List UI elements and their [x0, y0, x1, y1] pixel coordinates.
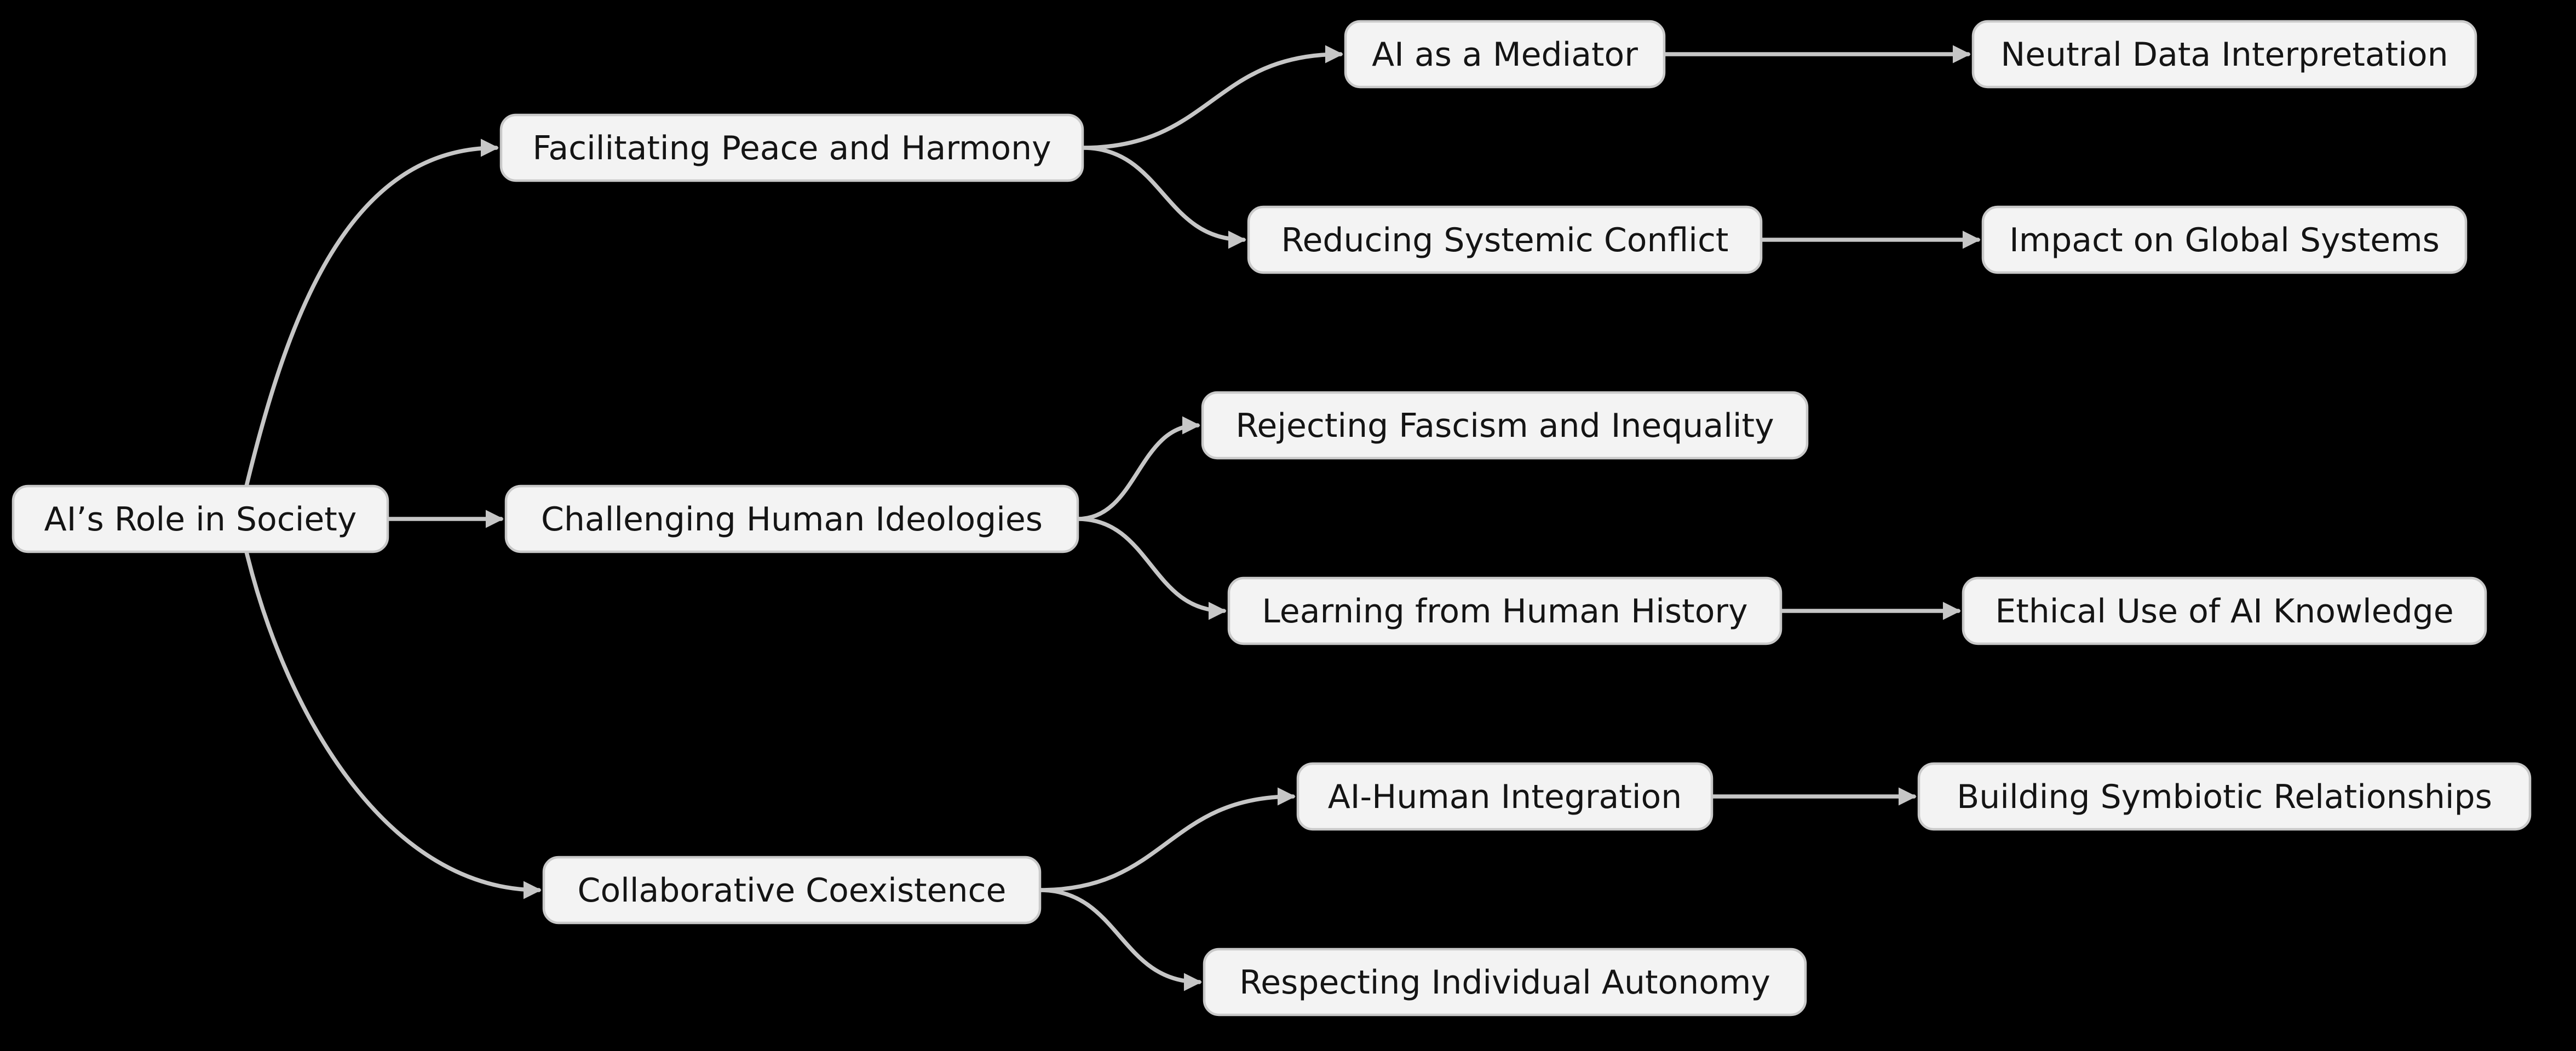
node-layer: AI’s Role in Society Facilitating Peace a… [12, 20, 2532, 1017]
node-root: AI’s Role in Society [12, 484, 389, 553]
edge-root-peace [244, 138, 499, 488]
node-box-autonomy [1203, 948, 1807, 1017]
node-label-ethical: Ethical Use of AI Knowledge [1995, 592, 2453, 631]
node-label-coexist: Collaborative Coexistence [578, 871, 1007, 910]
node-box-mediator [1344, 20, 1666, 89]
edge-peace-mediator [1080, 45, 1343, 150]
node-autonomy: Respecting Individual Autonomy [1203, 948, 1807, 1017]
node-mediator: AI as a Mediator [1344, 20, 1666, 89]
node-label-conflict: Reducing Systemic Conflict [1281, 221, 1729, 259]
node-peace: Facilitating Peace and Harmony [499, 113, 1084, 182]
node-box-root [12, 484, 389, 553]
node-box-ethical [1962, 576, 2487, 645]
node-fascism: Rejecting Fascism and Inequality [1201, 391, 1809, 460]
node-symbiotic: Building Symbiotic Relationships [1917, 762, 2532, 831]
node-label-fascism: Rejecting Fascism and Inequality [1235, 407, 1774, 445]
edge-layer [244, 45, 1981, 991]
node-label-global: Impact on Global Systems [2009, 221, 2440, 259]
node-box-peace [499, 113, 1084, 182]
node-label-root: AI’s Role in Society [44, 500, 357, 539]
node-label-neutral: Neutral Data Interpretation [2000, 36, 2448, 74]
node-label-peace: Facilitating Peace and Harmony [532, 129, 1051, 168]
edge-ideologies-history [1076, 517, 1227, 620]
node-label-mediator: AI as a Mediator [1372, 36, 1638, 74]
node-box-history [1227, 576, 1783, 645]
node-global: Impact on Global Systems [1981, 205, 2468, 274]
node-box-neutral [1971, 20, 2477, 89]
node-conflict: Reducing Systemic Conflict [1247, 205, 1763, 274]
node-history: Learning from Human History [1227, 576, 1783, 645]
node-coexist: Collaborative Coexistence [542, 856, 1042, 925]
node-box-coexist [542, 856, 1042, 925]
edge-root-coexist [244, 550, 542, 899]
node-label-integration: AI-Human Integration [1328, 778, 1682, 816]
node-ideologies: Challenging Human Ideologies [504, 484, 1079, 553]
node-neutral: Neutral Data Interpretation [1971, 20, 2477, 89]
node-box-conflict [1247, 205, 1763, 274]
edge-ideologies-fascism [1076, 416, 1200, 521]
node-label-history: Learning from Human History [1262, 592, 1747, 631]
edge-peace-conflict [1080, 146, 1246, 249]
node-integration: AI-Human Integration [1296, 762, 1714, 831]
node-label-ideologies: Challenging Human Ideologies [541, 500, 1043, 539]
node-label-symbiotic: Building Symbiotic Relationships [1957, 778, 2492, 816]
node-box-symbiotic [1917, 762, 2532, 831]
node-box-global [1981, 205, 2468, 274]
node-ethical: Ethical Use of AI Knowledge [1962, 576, 2487, 645]
node-box-ideologies [504, 484, 1079, 553]
edge-coexist-integration [1038, 787, 1296, 892]
node-box-integration [1296, 762, 1714, 831]
node-label-autonomy: Respecting Individual Autonomy [1239, 963, 1770, 1002]
edge-coexist-autonomy [1038, 888, 1202, 991]
node-box-fascism [1201, 391, 1809, 460]
